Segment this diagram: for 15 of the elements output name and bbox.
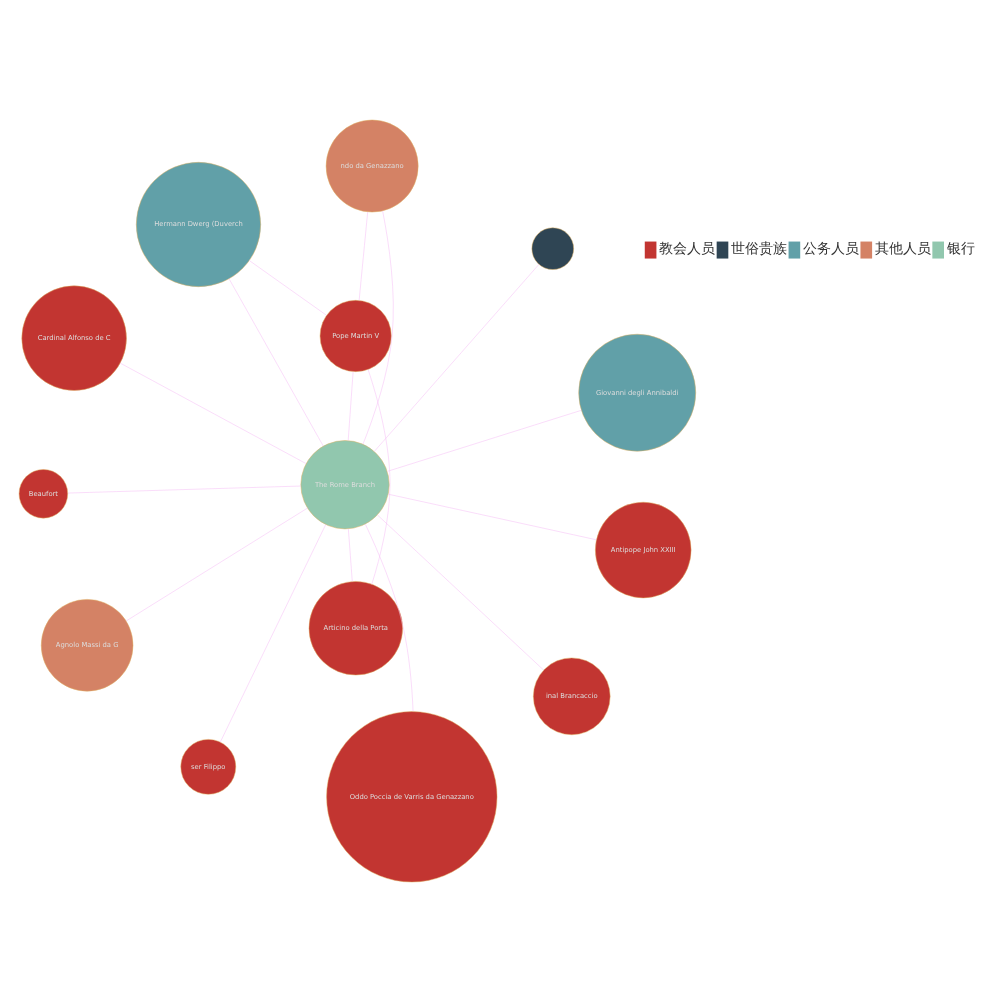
connector xyxy=(367,368,391,584)
node-circle xyxy=(531,226,574,269)
connector xyxy=(374,263,540,451)
connector xyxy=(388,492,597,540)
connector xyxy=(365,522,414,711)
connector xyxy=(249,259,327,315)
connector xyxy=(125,506,308,621)
connector xyxy=(358,210,368,300)
connector xyxy=(386,409,582,471)
connector xyxy=(377,513,544,670)
connector xyxy=(220,523,326,742)
connector xyxy=(67,484,302,493)
connector xyxy=(120,361,307,463)
connector xyxy=(228,277,324,446)
connector xyxy=(362,209,394,444)
